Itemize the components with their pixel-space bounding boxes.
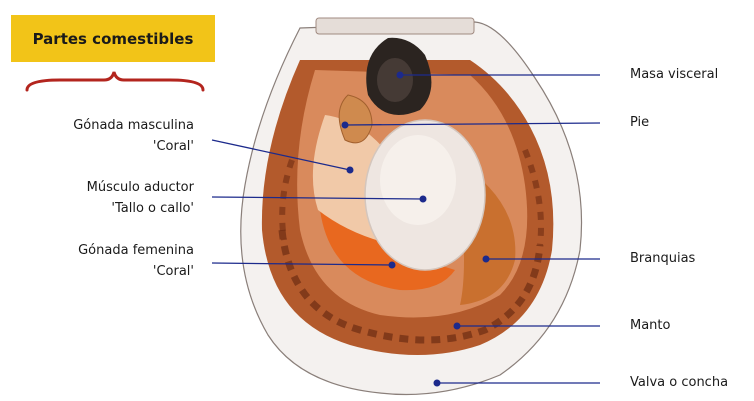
edible-parts-bracket	[27, 72, 203, 90]
label-musculo-aductor: Músculo aductor 'Tallo o callo'	[87, 177, 194, 219]
dot-musculo-aductor	[420, 196, 427, 203]
dot-gonada-femenina	[389, 262, 396, 269]
label-gonada-masculina-line1: Gónada masculina	[73, 115, 194, 136]
label-musculo-aductor-line1: Músculo aductor	[87, 177, 194, 198]
label-manto: Manto	[630, 315, 670, 336]
label-masa-visceral: Masa visceral	[630, 64, 718, 85]
label-branquias: Branquias	[630, 248, 695, 269]
label-gonada-masculina-line2: 'Coral'	[73, 136, 194, 157]
label-gonada-masculina: Gónada masculina 'Coral'	[73, 115, 194, 157]
dot-manto	[454, 323, 461, 330]
dot-pie	[342, 122, 349, 129]
dot-valva	[434, 380, 441, 387]
dot-gonada-masculina	[347, 167, 354, 174]
label-pie: Pie	[630, 112, 649, 133]
label-gonada-femenina: Gónada femenina 'Coral'	[78, 240, 194, 282]
label-gonada-femenina-line1: Gónada femenina	[78, 240, 194, 261]
label-musculo-aductor-line2: 'Tallo o callo'	[87, 198, 194, 219]
shell-hinge	[316, 18, 474, 34]
dot-branquias	[483, 256, 490, 263]
label-valva: Valva o concha	[630, 372, 728, 393]
dot-masa-visceral	[397, 72, 404, 79]
label-gonada-femenina-line2: 'Coral'	[78, 261, 194, 282]
